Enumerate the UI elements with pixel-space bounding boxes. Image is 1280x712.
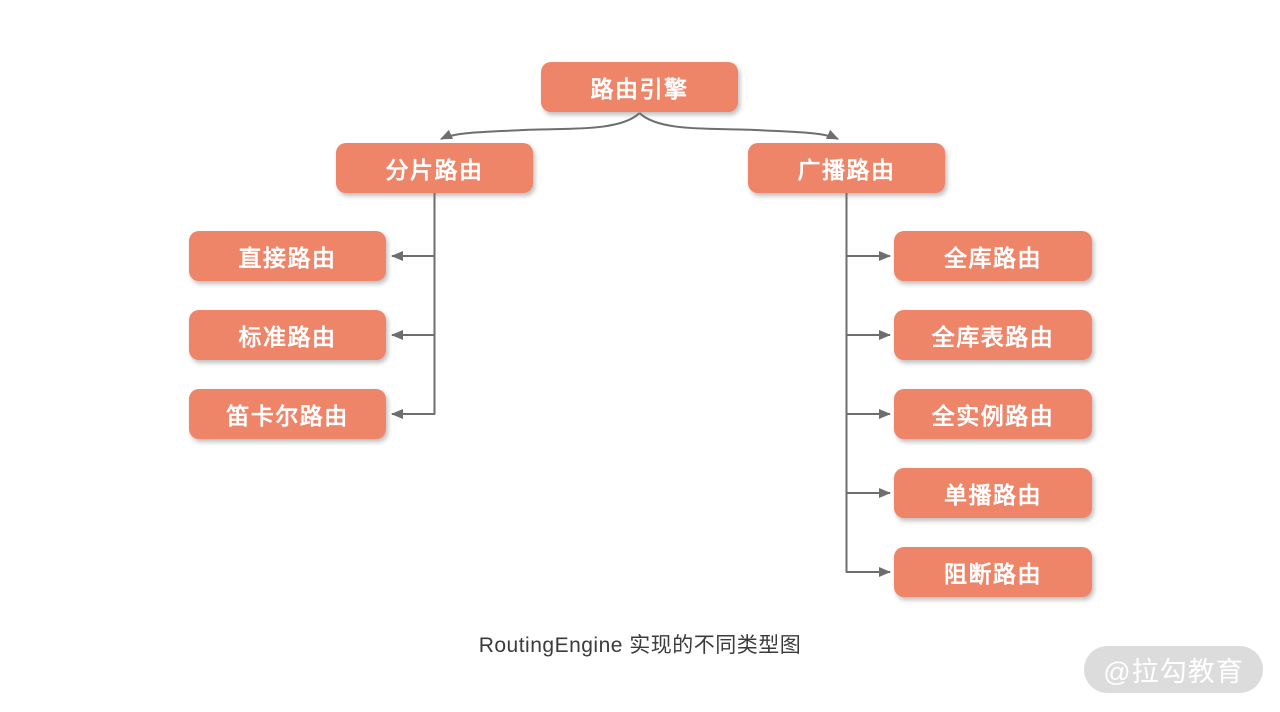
node-routing-engine: 路由引擎 <box>541 62 738 112</box>
node-sharding-routing: 分片路由 <box>336 143 533 193</box>
node-broadcast-routing: 广播路由 <box>748 143 945 193</box>
node-unicast-routing: 单播路由 <box>894 468 1092 518</box>
connector-sharding-trunk <box>391 193 436 419</box>
connector-broadcast-trunk <box>845 193 891 577</box>
node-full-database-routing: 全库路由 <box>894 231 1092 281</box>
node-standard-routing: 标准路由 <box>189 310 386 360</box>
node-full-database-table-routing: 全库表路由 <box>894 310 1092 360</box>
connector-root-to-broadcast <box>638 112 839 140</box>
node-full-instance-routing: 全实例路由 <box>894 389 1092 439</box>
connector-root-to-sharding <box>440 112 641 140</box>
node-direct-routing: 直接路由 <box>189 231 386 281</box>
diagram-caption: RoutingEngine 实现的不同类型图 <box>478 634 802 657</box>
node-cartesian-routing: 笛卡尔路由 <box>189 389 386 439</box>
node-blocking-routing: 阻断路由 <box>894 547 1092 597</box>
watermark-badge: @拉勾教育 <box>1084 646 1263 693</box>
